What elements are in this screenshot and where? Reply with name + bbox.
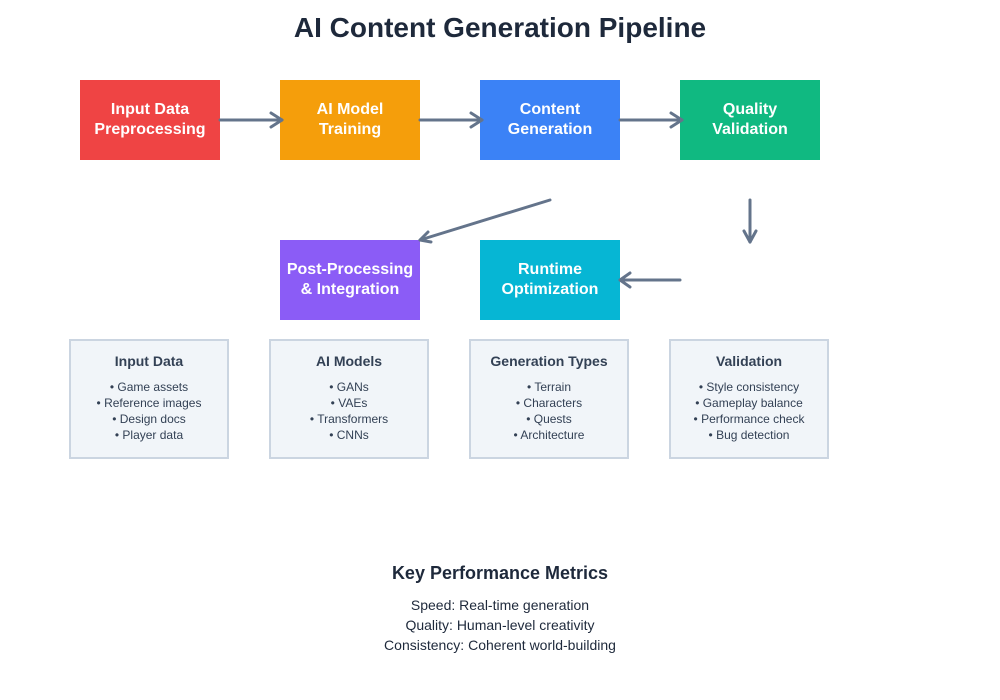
stage-label-line2: Optimization <box>501 281 599 298</box>
card-title: Validation <box>715 353 783 369</box>
card-list: • Terrain • Characters • Quests • Archit… <box>471 379 627 443</box>
card-list-item: • Characters <box>515 396 583 410</box>
arrow-generation-to-post-processing <box>418 198 552 244</box>
metric-item: Speed: Real-time generation <box>410 597 590 613</box>
card-list-item: • Terrain <box>527 380 571 394</box>
card-title: Generation Types <box>490 353 608 369</box>
card-list-item: • Transformers <box>309 412 389 426</box>
card-list-item: • Game assets <box>109 380 189 394</box>
stage-label-line1: AI Model <box>316 101 384 118</box>
card-list-item: • Architecture <box>513 428 585 442</box>
arrow-preprocessing-to-training <box>218 111 284 129</box>
card-list-item: • Style consistency <box>698 380 800 394</box>
info-card-generation-types: Generation Types • Terrain • Characters … <box>469 339 629 459</box>
stage-label-line1: Post-Processing <box>286 261 414 278</box>
card-title: AI Models <box>315 353 383 369</box>
arrow-training-to-generation <box>418 111 484 129</box>
card-list: • Game assets • Reference images • Desig… <box>71 379 227 443</box>
metrics-title: Key Performance Metrics <box>391 563 609 583</box>
stage-label-line2: Preprocessing <box>94 121 206 138</box>
stage-label-line1: Runtime <box>517 261 582 278</box>
info-card-input-data: Input Data • Game assets • Reference ima… <box>69 339 229 459</box>
arrow-generation-to-validation <box>618 111 684 129</box>
arrow-to-runtime-optimization <box>618 271 682 289</box>
stage-label-line2: Generation <box>507 121 593 138</box>
card-list-item: • Reference images <box>96 396 202 410</box>
metrics-list: Speed: Real-time generation Quality: Hum… <box>0 595 1000 655</box>
card-list-item: • Quests <box>526 412 572 426</box>
card-list: • GANs • VAEs • Transformers • CNNs <box>271 379 427 443</box>
diagram-title: AI Content Generation Pipeline <box>293 12 707 43</box>
card-list-item: • GANs <box>329 380 369 394</box>
card-list-item: • VAEs <box>330 396 368 410</box>
metric-item: Consistency: Coherent world-building <box>384 637 616 653</box>
stage-label-line1: Quality <box>722 101 778 118</box>
card-list-item: • Performance check <box>693 412 805 426</box>
info-card-validation: Validation • Style consistency • Gamepla… <box>669 339 829 459</box>
info-card-ai-models: AI Models • GANs • VAEs • Transformers •… <box>269 339 429 459</box>
arrow-validation-down <box>742 198 758 244</box>
card-list-item: • Bug detection <box>708 428 790 442</box>
card-list: • Style consistency • Gameplay balance •… <box>671 379 827 443</box>
card-title: Input Data <box>114 353 184 369</box>
stage-label-line2: & Integration <box>300 281 400 298</box>
stage-label-line1: Input Data <box>110 101 190 118</box>
stage-post-processing-integration: Post-Processing & Integration <box>280 240 420 320</box>
stage-label-line2: Validation <box>712 121 788 138</box>
card-list-item: • Gameplay balance <box>695 396 803 410</box>
stage-label-line2: Training <box>318 121 382 138</box>
metric-item: Quality: Human-level creativity <box>405 617 595 633</box>
stage-label-line1: Content <box>519 101 581 118</box>
card-list-item: • CNNs <box>329 428 369 442</box>
card-list-item: • Design docs <box>112 412 186 426</box>
card-list-item: • Player data <box>114 428 184 442</box>
